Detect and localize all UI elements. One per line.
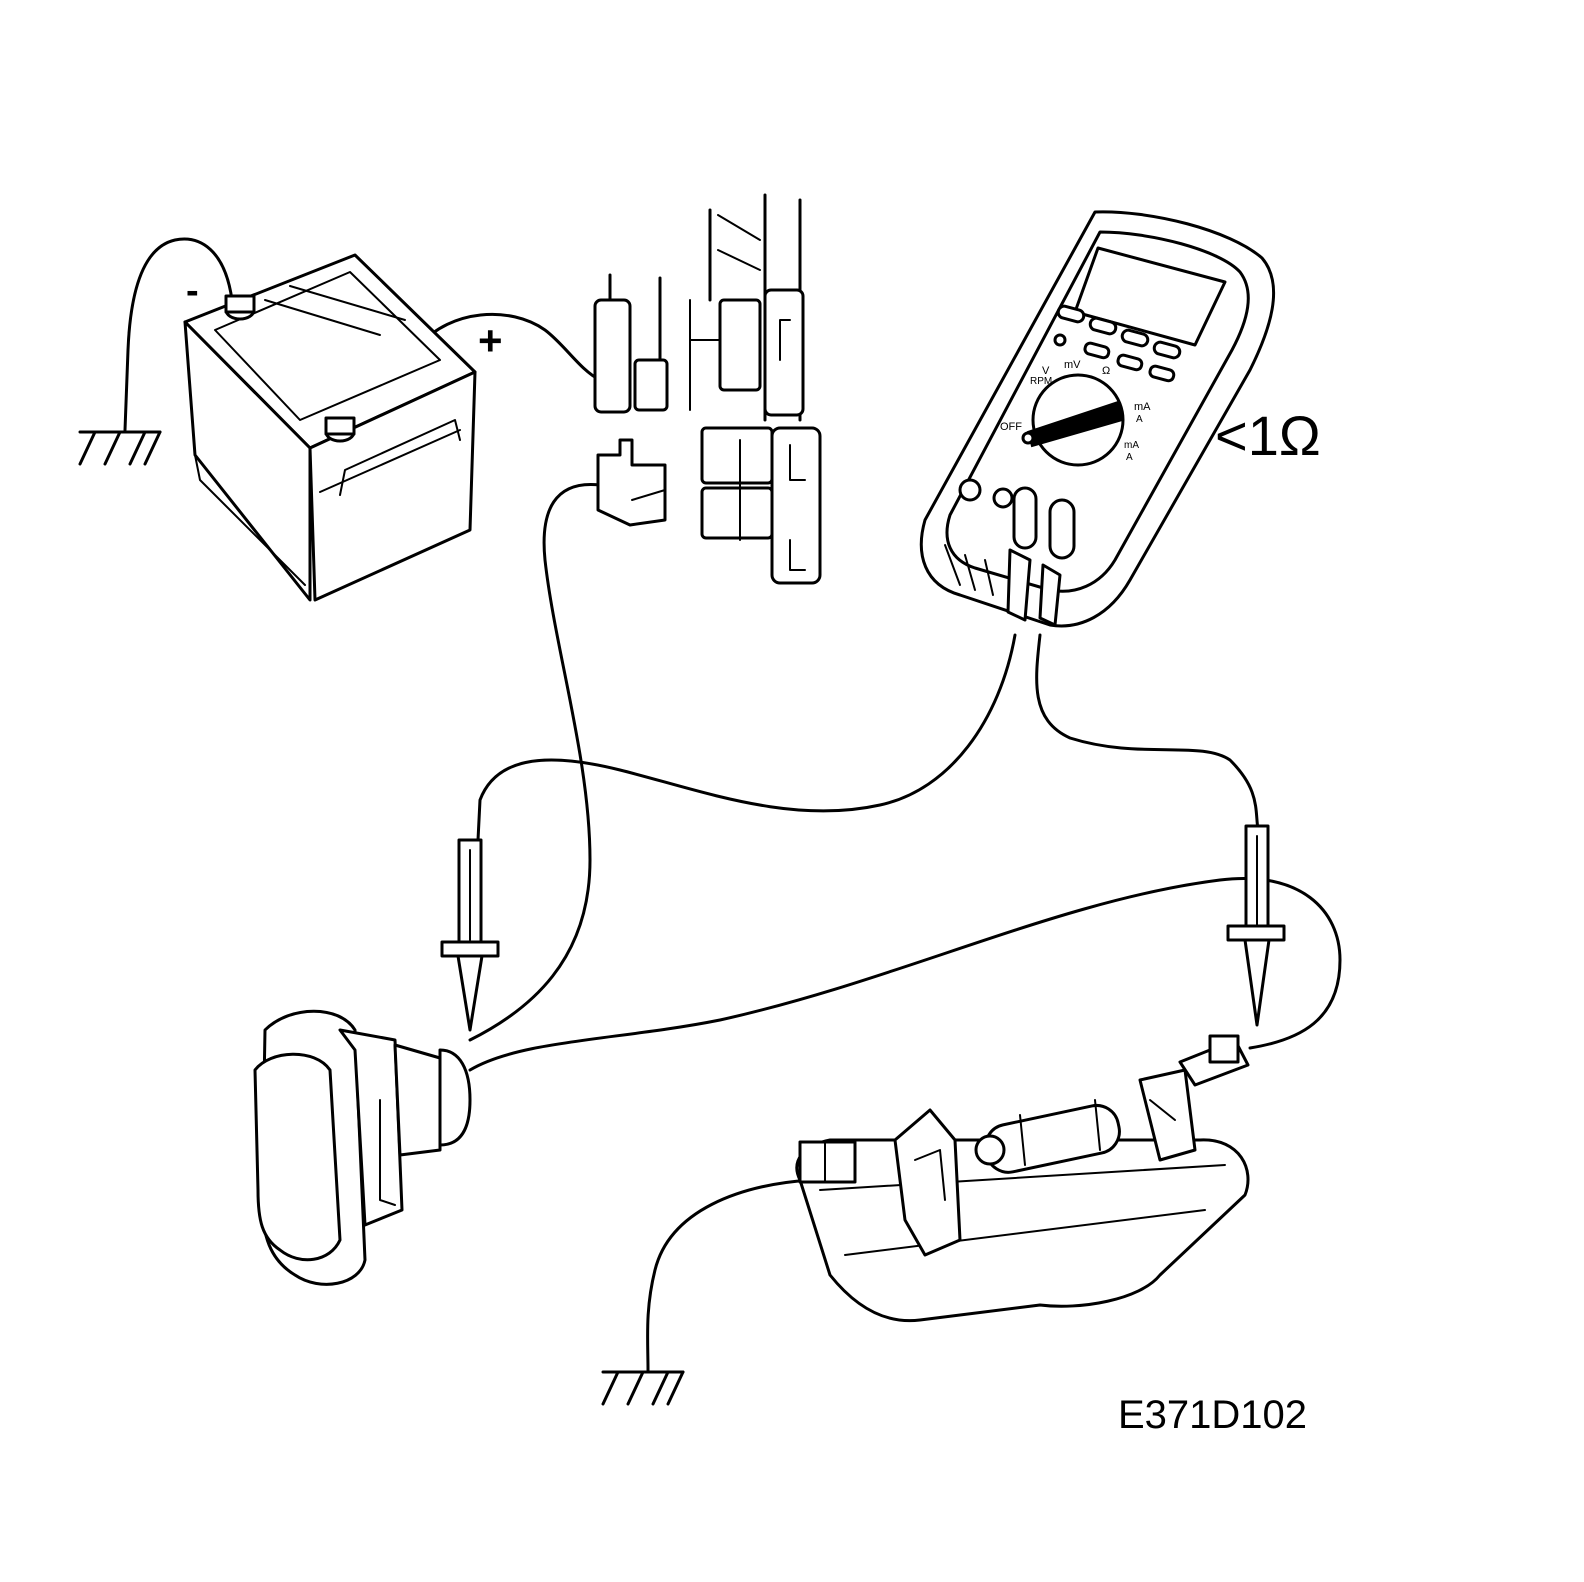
test-probe-icon bbox=[440, 838, 500, 1032]
fuse-box-icon bbox=[593, 193, 822, 585]
battery-icon bbox=[183, 253, 477, 602]
wire-meter-lead-2 bbox=[1035, 633, 1260, 832]
rocker-switch-icon bbox=[253, 1009, 472, 1286]
multimeter-reading-label: <1Ω bbox=[1215, 404, 1321, 467]
wire-lamp-ground bbox=[646, 1178, 812, 1372]
ground-icon bbox=[601, 1370, 685, 1406]
dial-label-mv: mV bbox=[1064, 359, 1081, 371]
dial-label-a: A bbox=[1136, 414, 1143, 425]
dial-label-off: OFF bbox=[1000, 421, 1022, 433]
dial-label-v: V bbox=[1042, 365, 1050, 377]
battery-positive-label: + bbox=[478, 317, 503, 364]
dial-label-rpm: RPM bbox=[1030, 376, 1052, 387]
wire-meter-lead-1 bbox=[476, 633, 1017, 842]
dial-label-ohm: Ω bbox=[1102, 365, 1110, 377]
wire-fuse-to-switch bbox=[468, 482, 602, 1042]
test-probe-icon bbox=[1226, 824, 1286, 1027]
battery-negative-label: - bbox=[186, 270, 199, 312]
dial-label-ma: mA bbox=[1134, 401, 1151, 413]
dial-label-a-2: A bbox=[1126, 452, 1133, 463]
multimeter-icon bbox=[919, 210, 1276, 628]
ground-icon bbox=[78, 430, 162, 466]
wire-battery-negative bbox=[123, 237, 234, 432]
figure-id: E371D102 bbox=[1118, 1393, 1307, 1437]
courtesy-lamp-icon bbox=[795, 1034, 1250, 1323]
dial-label-ma-2: mA bbox=[1124, 440, 1139, 451]
wire-switch-to-lamp bbox=[468, 877, 1342, 1072]
multimeter-dial-labels: V RPM mV Ω mA A OFF mA A bbox=[1000, 359, 1151, 463]
